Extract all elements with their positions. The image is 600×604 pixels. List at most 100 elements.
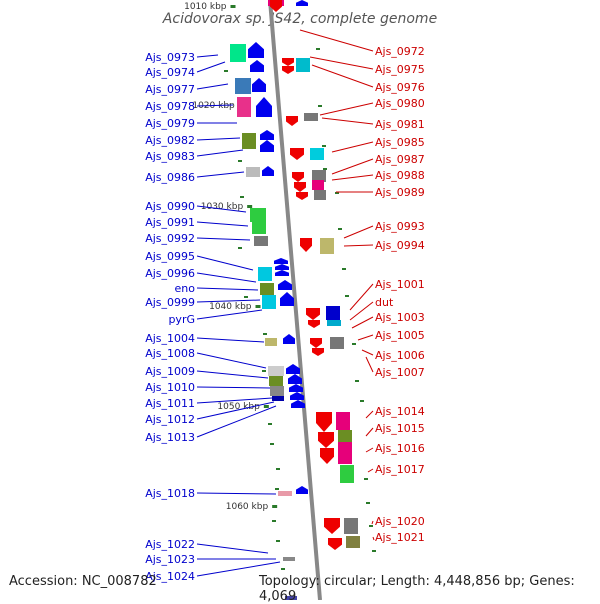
left-gene-leader xyxy=(196,237,251,241)
right-gene-leader xyxy=(309,56,374,70)
kbp-tick-mark xyxy=(263,405,269,408)
gene-block xyxy=(254,236,268,246)
kbp-tick-mark xyxy=(247,205,253,208)
right-gene-label: Ajs_1006 xyxy=(375,349,425,362)
gene-block xyxy=(269,376,283,386)
minus-strand-arrow xyxy=(300,238,312,252)
tick-dash xyxy=(240,196,244,198)
gene-block xyxy=(296,58,310,72)
gene-block xyxy=(265,338,277,346)
minus-strand-arrow xyxy=(286,116,298,126)
left-gene-leader xyxy=(196,221,249,227)
tick-dash xyxy=(323,168,327,170)
right-gene-leader xyxy=(365,356,374,373)
left-gene-leader xyxy=(196,287,259,291)
minus-strand-arrow xyxy=(292,172,304,182)
left-gene-label: Ajs_0991 xyxy=(145,216,195,229)
minus-strand-arrow xyxy=(282,66,294,74)
right-gene-label: Ajs_0993 xyxy=(375,220,425,233)
gene-block xyxy=(336,412,350,430)
left-gene-label: Ajs_0990 xyxy=(145,200,195,213)
right-gene-label: Ajs_1014 xyxy=(375,405,425,418)
right-gene-leader xyxy=(343,225,374,239)
minus-strand-arrow xyxy=(296,192,308,200)
left-gene-leader xyxy=(196,386,271,389)
gene-block xyxy=(268,366,284,376)
left-gene-label: Ajs_1018 xyxy=(145,487,195,500)
kbp-tick-mark xyxy=(272,505,278,508)
plus-strand-arrow xyxy=(286,364,300,374)
tick-dash xyxy=(262,370,266,372)
left-gene-leader xyxy=(196,397,273,404)
right-gene-label: Ajs_1001 xyxy=(375,278,425,291)
genome-axis xyxy=(268,0,322,600)
plus-strand-arrow xyxy=(290,392,304,400)
right-gene-leader xyxy=(357,334,374,341)
tick-dash xyxy=(276,540,280,542)
left-gene-label: Ajs_0979 xyxy=(145,117,195,130)
minus-strand-arrow xyxy=(320,448,334,464)
right-gene-label: Ajs_1007 xyxy=(375,366,425,379)
gene-block xyxy=(260,283,274,295)
right-gene-label: Ajs_1020 xyxy=(375,515,425,528)
left-gene-leader xyxy=(196,83,229,90)
tick-dash xyxy=(352,343,356,345)
left-gene-leader xyxy=(196,61,226,73)
tick-dash xyxy=(366,502,370,504)
minus-strand-arrow xyxy=(318,432,334,448)
left-gene-label: Ajs_1009 xyxy=(145,365,195,378)
kbp-tick-label: 1010 kbp xyxy=(184,2,227,12)
right-gene-label: Ajs_1015 xyxy=(375,422,425,435)
minus-strand-arrow xyxy=(290,148,304,160)
right-gene-leader xyxy=(331,174,374,181)
tick-dash xyxy=(345,295,349,297)
gene-block xyxy=(312,170,326,182)
gene-block xyxy=(320,238,334,254)
gene-block xyxy=(344,518,358,534)
plus-strand-arrow xyxy=(278,280,292,290)
right-gene-leader xyxy=(367,468,374,473)
minus-strand-arrow xyxy=(324,518,340,534)
plus-strand-arrow xyxy=(296,486,308,494)
kbp-tick-label: 1030 kbp xyxy=(201,202,244,212)
plus-strand-arrow xyxy=(260,140,274,152)
plus-strand-arrow xyxy=(283,334,295,344)
plus-strand-arrow xyxy=(291,400,305,408)
left-gene-label: Ajs_0996 xyxy=(145,267,195,280)
plus-strand-arrow xyxy=(275,264,289,270)
right-gene-leader xyxy=(365,410,374,419)
gene-block xyxy=(283,557,295,561)
gene-block xyxy=(310,148,324,160)
minus-strand-arrow xyxy=(270,0,282,12)
gene-block xyxy=(262,295,276,309)
plus-strand-arrow xyxy=(248,42,264,58)
left-gene-leader xyxy=(196,137,241,141)
plus-strand-arrow xyxy=(274,258,288,264)
left-gene-leader xyxy=(196,104,234,107)
plus-strand-arrow xyxy=(280,292,294,306)
right-gene-label: Ajs_1003 xyxy=(375,311,425,324)
right-gene-label: Ajs_0994 xyxy=(375,239,425,252)
right-gene-leader xyxy=(372,536,375,541)
genome-title: Acidovorax sp. JS42, complete genome xyxy=(162,11,438,27)
right-gene-label: Ajs_1021 xyxy=(375,531,425,544)
tick-dash xyxy=(369,525,373,527)
minus-strand-arrow xyxy=(312,348,324,356)
left-gene-label: Ajs_0977 xyxy=(145,83,195,96)
tick-dash xyxy=(360,400,364,402)
minus-strand-arrow xyxy=(328,538,342,550)
left-gene-label: Ajs_0982 xyxy=(145,134,195,147)
left-gene-leader xyxy=(196,54,219,58)
kbp-tick-label: 1040 kbp xyxy=(209,302,252,312)
right-gene-leader xyxy=(361,349,374,356)
left-gene-label: Ajs_1023 xyxy=(145,553,195,566)
left-gene-leader xyxy=(196,352,267,369)
right-gene-leader xyxy=(371,520,374,525)
right-gene-leader xyxy=(299,29,374,52)
gene-block xyxy=(272,396,284,401)
tick-dash xyxy=(224,70,228,72)
gene-block xyxy=(285,596,297,600)
plus-strand-arrow xyxy=(262,166,274,176)
gene-block xyxy=(314,190,326,200)
